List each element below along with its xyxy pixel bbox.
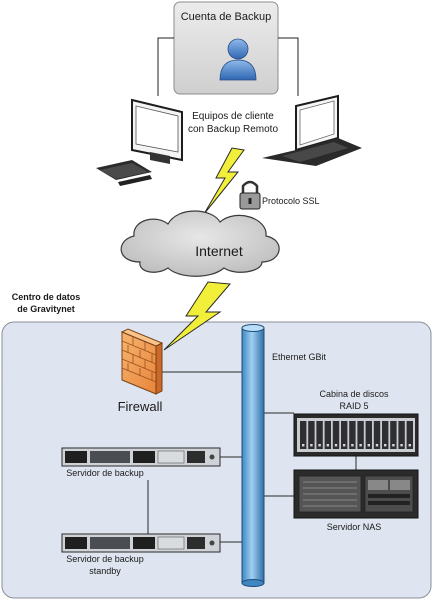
disk-cabinet-label-line1: Cabina de discos — [319, 389, 389, 399]
nas-server-icon — [293, 469, 419, 519]
disk-slot — [349, 421, 356, 449]
internet-label: Internet — [195, 243, 243, 259]
standby-server-label-line1: Servidor de backup — [66, 554, 144, 564]
disk-slot — [357, 421, 364, 449]
laptop-icon — [262, 94, 362, 166]
disk-slot-led — [384, 444, 387, 447]
backup-server-label: Servidor de backup — [66, 468, 144, 478]
disk-slot — [316, 421, 323, 449]
backup-account-label: Cuenta de Backup — [180, 11, 272, 23]
disk-slot-led — [375, 444, 379, 447]
cloud-icon — [120, 210, 280, 277]
disk-slot — [341, 421, 348, 449]
user-icon — [219, 38, 257, 81]
disk-slot — [382, 421, 389, 449]
nas-server-label: Servidor NAS — [326, 522, 382, 532]
disk-slot — [332, 421, 340, 449]
account-link-right — [278, 37, 299, 96]
rack-server-icon — [61, 447, 221, 467]
disk-slot-led — [334, 444, 338, 447]
disk-slot — [300, 421, 307, 449]
desktop-computer-icon — [96, 98, 183, 186]
ethernet-backbone — [241, 324, 265, 587]
disk-slot-led — [400, 444, 403, 447]
datacenter-label-line2: de Gravitynet — [17, 304, 75, 314]
rack-server-icon — [61, 533, 221, 553]
disk-slot-led — [408, 444, 411, 447]
datacenter-label-line1: Centro de datos — [11, 292, 81, 302]
disk-cabinet-label-line2: RAID 5 — [339, 401, 369, 411]
disk-slot — [373, 421, 381, 449]
brick-wall-icon — [120, 328, 164, 395]
disk-slot-led — [392, 444, 395, 447]
disk-slot — [406, 421, 413, 449]
disk-slot-led — [343, 444, 346, 447]
disk-slot-led — [359, 444, 362, 447]
disk-slot-led — [302, 444, 305, 447]
lightning-bolt-icon — [203, 147, 245, 215]
standby-server-label-line2: standby — [89, 566, 121, 576]
disk-slot-led — [318, 444, 321, 447]
firewall-label: Firewall — [117, 399, 163, 414]
disk-slot-led — [367, 444, 370, 447]
ssl-protocol-label: Protocolo SSL — [262, 196, 320, 206]
disk-slot-led — [310, 444, 313, 447]
disk-slot-led — [351, 444, 354, 447]
client-computers-label-line1: Equipos de cliente — [192, 111, 274, 122]
lightning-bolt-icon — [163, 281, 232, 351]
account-link-left — [157, 37, 174, 96]
client-computers-label-line2: con Backup Remoto — [187, 124, 279, 135]
disk-slot — [390, 421, 397, 449]
disk-array-icon — [293, 413, 419, 457]
disk-slot — [308, 421, 315, 449]
padlock-icon — [239, 180, 261, 210]
disk-slot — [398, 421, 405, 449]
disk-slot-led — [326, 444, 329, 447]
disk-slot — [365, 421, 372, 449]
disk-slot — [324, 421, 331, 449]
ethernet-label: Ethernet GBit — [272, 352, 327, 362]
